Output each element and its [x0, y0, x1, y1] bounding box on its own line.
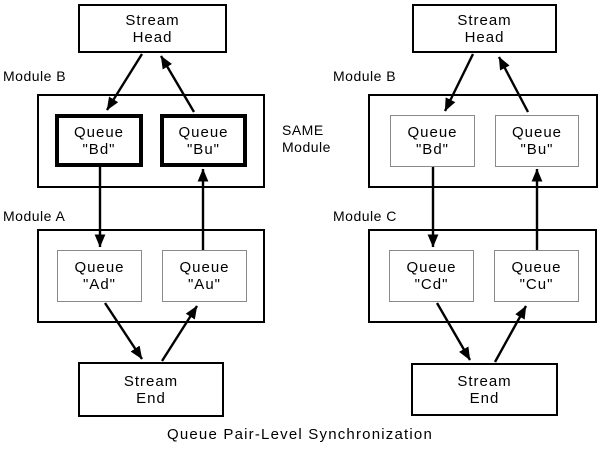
stream-head-box-right: Stream Head [412, 4, 557, 53]
module-a-label-left: Module A [3, 208, 66, 224]
figure-caption: Queue Pair-Level Synchronization [166, 426, 434, 443]
queue-bd-box-left: Queue "Bd" [55, 114, 143, 167]
stream-head-box-left: Stream Head [78, 4, 227, 53]
queue-au-box-left: Queue "Au" [162, 250, 247, 302]
module-b-label-left: Module B [3, 68, 67, 84]
queue-bd-box-right: Queue "Bd" [390, 115, 475, 167]
queue-bu-box-left: Queue "Bu" [160, 114, 247, 167]
queue-cd-box-right: Queue "Cd" [389, 250, 474, 302]
same-module-label: SAME Module [282, 122, 331, 155]
queue-bu-box-right: Queue "Bu" [495, 115, 579, 167]
module-c-label-right: Module C [333, 208, 397, 224]
stream-end-box-left: Stream End [78, 362, 224, 417]
queue-ad-box-left: Queue "Ad" [57, 250, 142, 302]
module-b-label-right: Module B [333, 68, 397, 84]
stream-end-box-right: Stream End [411, 363, 558, 416]
queue-cu-box-right: Queue "Cu" [494, 250, 579, 302]
